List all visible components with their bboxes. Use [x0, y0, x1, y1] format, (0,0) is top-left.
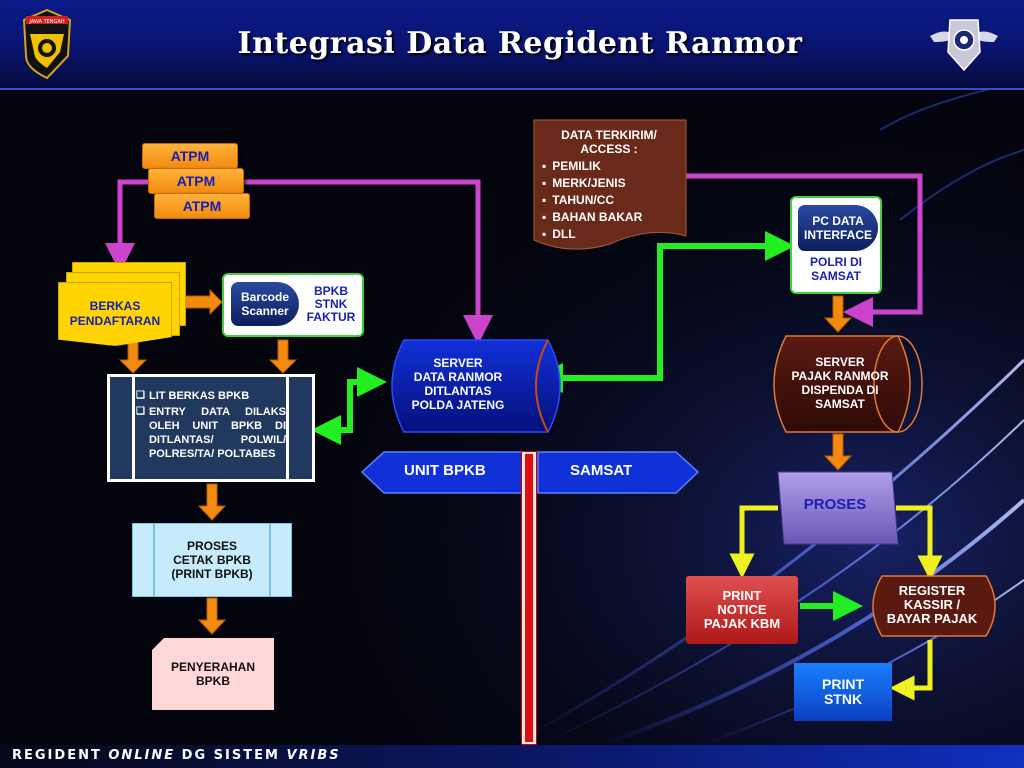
samsat-banner: [537, 451, 700, 494]
register-shape: [872, 575, 996, 637]
server-pajak-line: PAJAK RANMOR: [791, 369, 889, 383]
data-terkirim-item: BAHAN BAKAR: [552, 209, 678, 226]
atpm-box: ATPM: [154, 193, 250, 219]
server-polda-line: DATA RANMOR: [413, 370, 503, 384]
arrow-register-to-stnk: [889, 640, 933, 701]
server-pajak-line: SERVER: [815, 355, 865, 369]
svg-text:JAWA TENGAH: JAWA TENGAH: [28, 19, 64, 25]
data-terkirim-item: PEMILIK: [552, 158, 678, 175]
polri-samsat-label: POLRI DI SAMSAT: [809, 255, 862, 283]
proses-cetak-line: CETAK BPKB: [173, 553, 251, 567]
arrow-proses-to-register: [896, 505, 943, 581]
lit-berkas-box: ❑ LIT BERKAS BPKB ❑ ENTRY DATA DILAKS OL…: [107, 374, 315, 482]
data-terkirim-item: DLL: [552, 226, 678, 243]
samsat-label: SAMSAT: [570, 462, 633, 479]
register-line: BAYAR PAJAK: [886, 611, 978, 626]
print-stnk: PRINT STNK: [794, 663, 892, 721]
data-terkirim-item: MERK/JENIS: [552, 175, 678, 192]
berkas-pendaftaran: BERKAS PENDAFTARAN: [58, 282, 172, 346]
lit-item-text: ENTRY DATA DILAKS OLEH UNIT BPKB DI DITL…: [148, 406, 286, 460]
server-polda-line: SERVER: [433, 356, 483, 370]
server-pajak-shape: [773, 335, 923, 433]
checkbox-bullet-icon: ❑: [136, 390, 145, 401]
data-terkirim-content: DATA TERKIRIM/ ACCESS : PEMILIK MERK/JEN…: [540, 128, 678, 243]
proses-label: PROSES: [803, 496, 867, 513]
print-notice-line: PAJAK KBM: [703, 616, 781, 631]
server-pajak-line: DISPENDA DI: [801, 383, 879, 397]
lit-item: ❑ ENTRY DATA DILAKS OLEH UNIT BPKB DI DI…: [136, 405, 286, 461]
register-kassir-label: REGISTER KASSIR / BAYAR PAJAK: [870, 584, 994, 626]
arrow-atpm-to-berkas: [105, 179, 150, 273]
penyerahan-line: BPKB: [195, 674, 230, 688]
print-stnk-line: PRINT: [822, 676, 864, 692]
penyerahan-line: PENYERAHAN: [170, 660, 255, 674]
scanner-doc-bpkb: BPKB: [313, 284, 348, 298]
orange-arrows: [118, 288, 853, 635]
scanner-doc-faktur: FAKTUR: [306, 310, 356, 324]
proses-cetak-line: PROSES: [186, 539, 237, 553]
arrow-server-to-lit: [311, 379, 376, 445]
data-terkirim-header: DATA TERKIRIM/ ACCESS :: [561, 128, 657, 156]
header-bar: JAWA TENGAH Integrasi Data Regident Ranm…: [0, 0, 1024, 90]
proses-cetak-bpkb: PROSES CETAK BPKB (PRINT BPKB): [132, 523, 292, 597]
footer-text: REGIDENT ONLINE DG SISTEM VRIBS: [12, 748, 341, 763]
page-title: Integrasi Data Regident Ranmor: [237, 26, 803, 61]
proses-shape: [777, 471, 899, 545]
lit-bar: [286, 377, 289, 479]
server-polda-line: DITLANTAS: [424, 384, 492, 398]
print-notice-line: NOTICE: [717, 602, 767, 617]
penyerahan-bpkb: PENYERAHAN BPKB: [152, 638, 274, 710]
data-terkirim-item: TAHUN/CC: [552, 192, 678, 209]
server-polda-line: POLDA JATENG: [411, 398, 505, 412]
proses-cetak-side: [153, 524, 155, 596]
lit-bar: [132, 377, 135, 479]
print-stnk-line: STNK: [823, 691, 863, 707]
winged-emblem-icon: [930, 19, 998, 72]
police-shield-icon: JAWA TENGAH: [22, 8, 72, 80]
footer-bar: REGIDENT ONLINE DG SISTEM VRIBS: [0, 745, 1024, 768]
register-line: KASSIR /: [903, 597, 961, 612]
register-line: REGISTER: [898, 583, 966, 598]
server-pajak-label: SERVER PAJAK RANMOR DISPENDA DI SAMSAT: [778, 355, 902, 411]
print-notice-line: PRINT: [722, 588, 762, 603]
divider-bar-inner: [525, 454, 533, 742]
server-polda-label: SERVER DATA RANMOR DITLANTAS POLDA JATEN…: [396, 356, 520, 412]
proses-cetak-text: PROSES CETAK BPKB (PRINT BPKB): [171, 539, 252, 581]
proses-cetak-line: (PRINT BPKB): [171, 567, 253, 581]
lit-content: ❑ LIT BERKAS BPKB ❑ ENTRY DATA DILAKS OL…: [136, 389, 286, 463]
server-polda-shape: [391, 339, 561, 433]
footer-text-part: ONLINE: [108, 748, 176, 763]
proses-cetak-side: [269, 524, 271, 596]
atpm-box: ATPM: [148, 168, 244, 194]
checkbox-bullet-icon: ❑: [136, 406, 145, 417]
footer-text-part: VRIBS: [286, 748, 341, 763]
data-terkirim-list: PEMILIK MERK/JENIS TAHUN/CC BAHAN BAKAR …: [540, 158, 678, 243]
print-notice-pajak: PRINT NOTICE PAJAK KBM: [686, 576, 798, 644]
arrow-server-to-pc: [565, 231, 795, 381]
footer-text-part: DG SISTEM: [175, 748, 287, 763]
lit-item: ❑ LIT BERKAS BPKB: [136, 389, 286, 403]
barcode-scanner: Barcode Scanner: [231, 282, 299, 326]
arrow-proses-to-notice: [729, 505, 778, 579]
arrow-atpm-to-server: [240, 179, 493, 345]
lit-item-text: LIT BERKAS BPKB: [148, 390, 250, 402]
scanner-docs: BPKB STNK FAKTUR: [301, 285, 361, 324]
divider-bar: [521, 451, 537, 745]
arrow-doc-to-pajak: [686, 173, 923, 327]
scanner-doc-stnk: STNK: [314, 297, 348, 311]
unit-bpkb-label: UNIT BPKB: [404, 462, 486, 479]
footer-text-part: REGIDENT: [12, 748, 109, 763]
server-pajak-line: SAMSAT: [815, 397, 865, 411]
atpm-box: ATPM: [142, 143, 238, 169]
pc-data-interface: PC DATA INTERFACE: [798, 205, 878, 251]
